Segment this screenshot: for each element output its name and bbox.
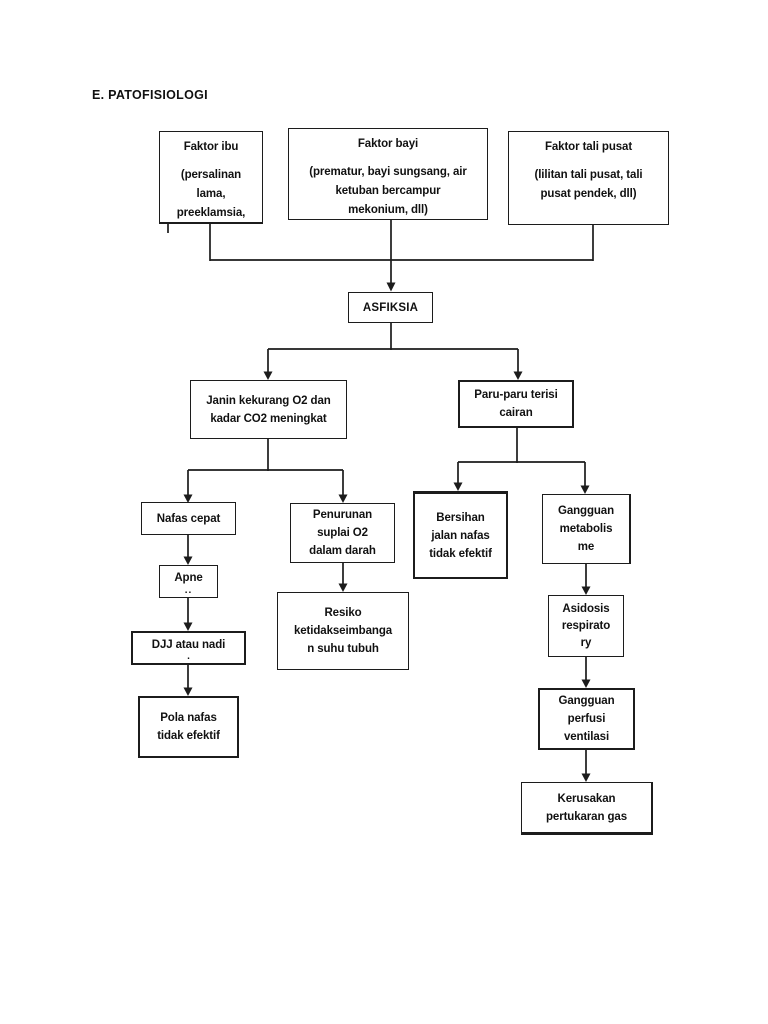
flow-node-faktor-tali-pusat: Faktor tali pusat (lilitan tali pusat, t… bbox=[508, 131, 669, 225]
page-title: E. PATOFISIOLOGI bbox=[92, 88, 208, 102]
arrowhead-icon bbox=[581, 586, 591, 595]
flow-node-nafas-cepat: Nafas cepat bbox=[141, 502, 236, 535]
arrowhead-icon bbox=[581, 679, 591, 688]
flow-node-apne: Apne.. bbox=[159, 565, 218, 598]
arrowhead-icon bbox=[183, 494, 193, 503]
flow-node-asfiksia: ASFIKSIA bbox=[348, 292, 433, 323]
arrowhead-icon bbox=[581, 773, 591, 782]
node-text: Apne.. bbox=[174, 572, 203, 596]
arrowhead-icon bbox=[183, 556, 193, 565]
node-title: Faktor ibu bbox=[183, 141, 239, 153]
flow-node-faktor-bayi: Faktor bayi (prematur, bayi sungsang, ai… bbox=[288, 128, 488, 220]
arrowhead-icon bbox=[338, 494, 348, 503]
flow-node-djj-atau-nadi: DJJ atau nadi. bbox=[131, 631, 246, 665]
node-text: Nafas cepat bbox=[156, 512, 221, 525]
arrowhead-icon bbox=[183, 687, 193, 696]
arrowhead-icon bbox=[338, 583, 348, 592]
connector-lines bbox=[167, 220, 594, 775]
connector-arrowheads bbox=[183, 282, 591, 782]
arrowhead-icon bbox=[453, 482, 463, 491]
arrowhead-icon bbox=[263, 371, 273, 380]
node-title: Faktor tali pusat bbox=[544, 141, 633, 153]
node-text: ASFIKSIA bbox=[362, 301, 419, 314]
arrowhead-icon bbox=[386, 282, 396, 292]
node-text: DJJ atau nadi. bbox=[151, 639, 226, 662]
arrowhead-icon bbox=[513, 371, 523, 380]
arrowhead-icon bbox=[580, 485, 590, 494]
node-title: Faktor bayi bbox=[357, 138, 419, 150]
arrowhead-icon bbox=[183, 622, 193, 631]
